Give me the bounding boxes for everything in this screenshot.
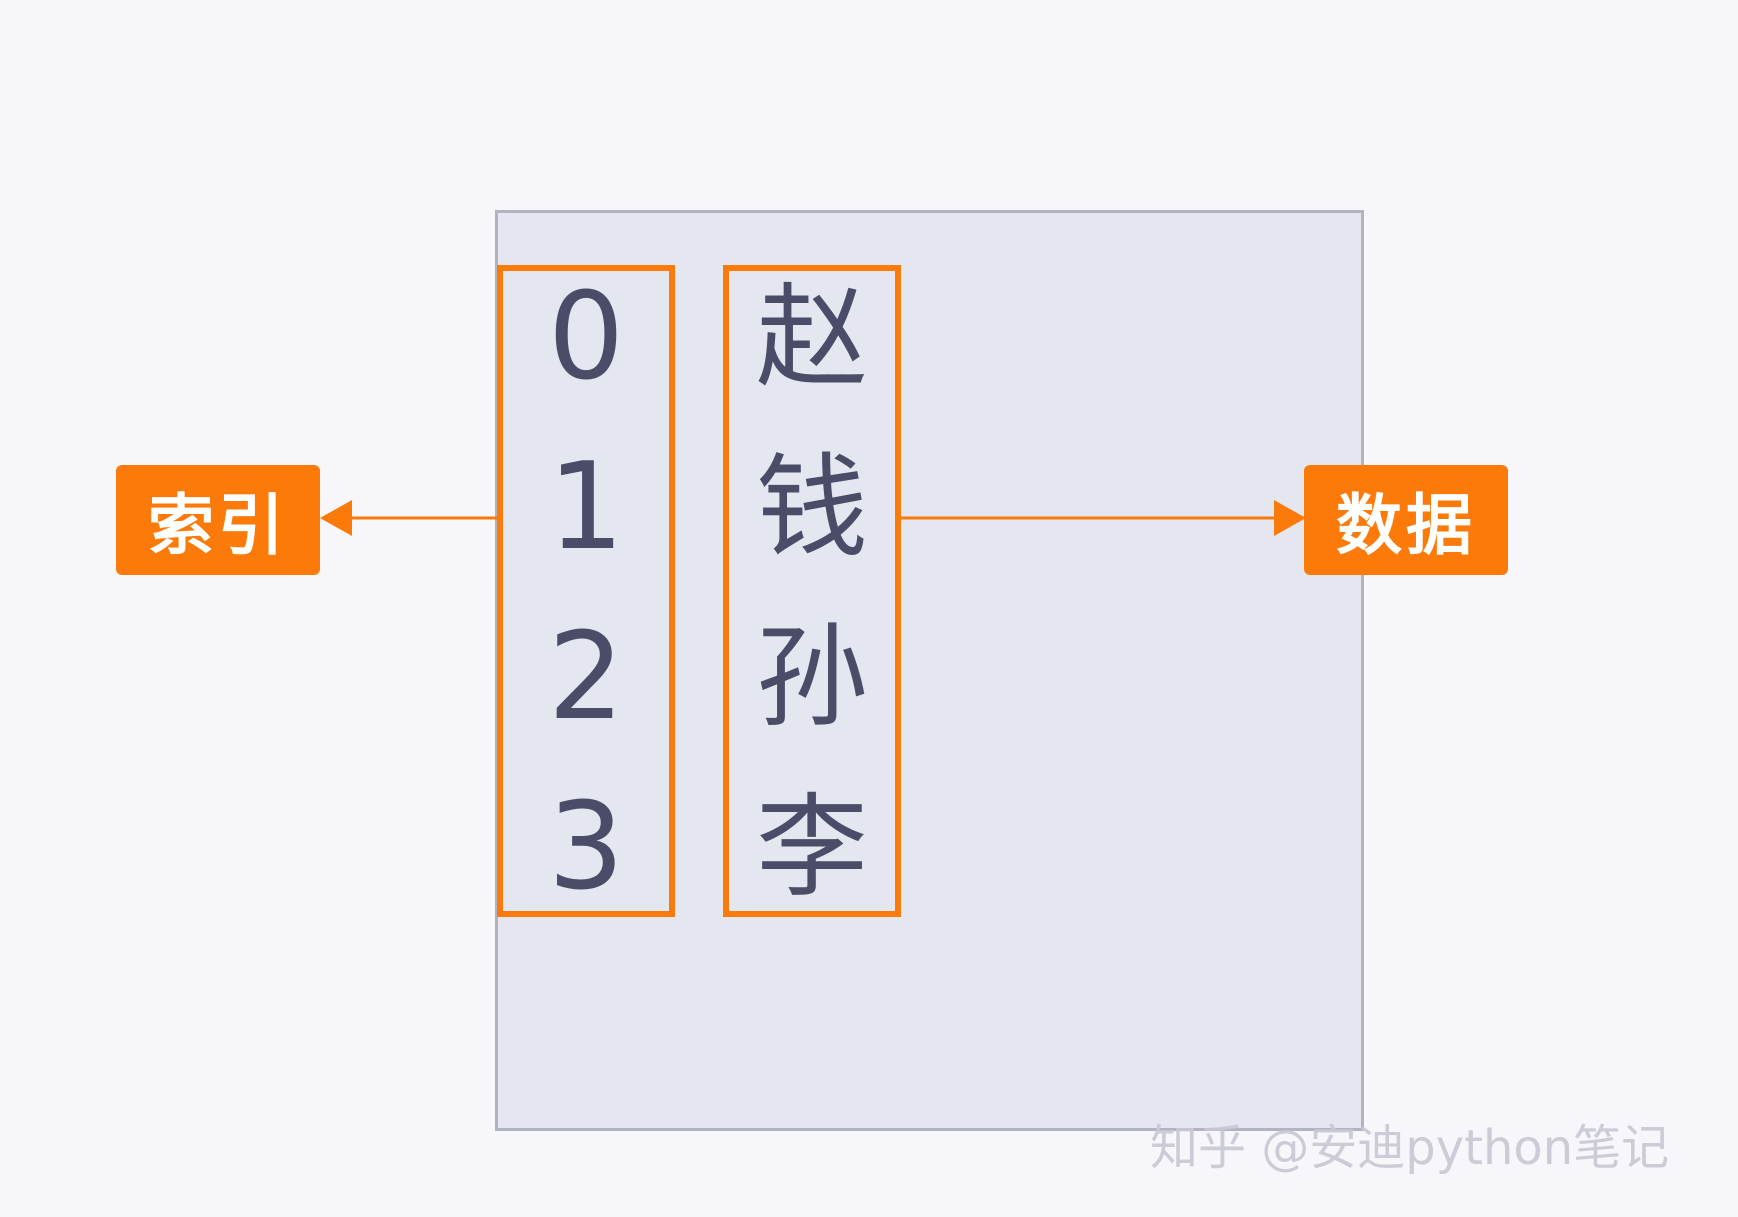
index-cell-2: 2 <box>547 608 625 747</box>
index-cell-3: 3 <box>547 778 625 917</box>
index-cell-0: 0 <box>547 268 625 407</box>
series-panel <box>495 210 1364 1131</box>
data-cell-1: 钱 <box>756 443 868 573</box>
data-label: 数据 <box>1304 465 1508 575</box>
watermark: 知乎 @安迪python笔记 <box>1150 1120 1670 1176</box>
index-arrowhead <box>320 500 352 536</box>
index-column-box <box>497 265 675 917</box>
index-label: 索引 <box>116 465 320 575</box>
data-cell-3: 李 <box>756 783 868 913</box>
data-cell-0: 赵 <box>756 273 868 403</box>
data-cell-2: 孙 <box>756 613 868 743</box>
index-cell-1: 1 <box>547 438 625 577</box>
data-column-box <box>723 265 901 917</box>
